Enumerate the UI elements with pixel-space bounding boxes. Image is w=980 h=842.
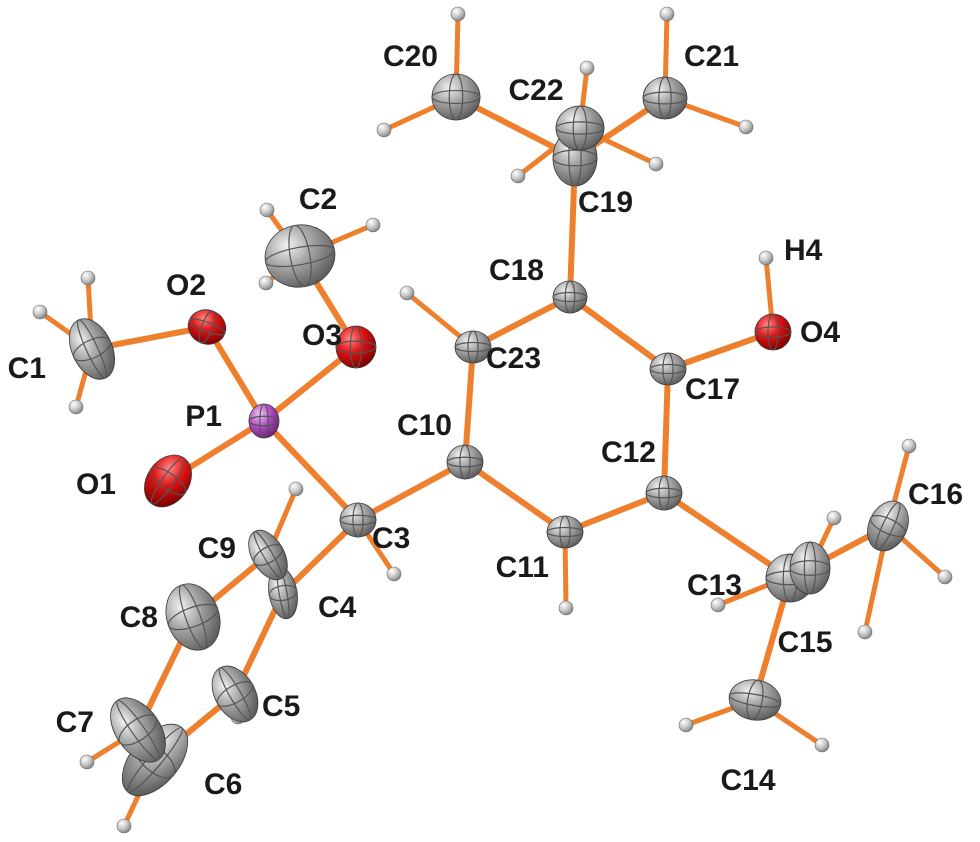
hydrogen-layer bbox=[32, 6, 953, 834]
hydrogen-atom bbox=[376, 122, 392, 138]
atom-c15 bbox=[789, 541, 831, 595]
atom-label-c23: C23 bbox=[486, 342, 541, 375]
atom-label-o3: O3 bbox=[302, 319, 342, 352]
hydrogen-atom bbox=[857, 624, 873, 640]
hydrogen-atom bbox=[659, 6, 675, 22]
atom-label-c3: C3 bbox=[372, 522, 410, 555]
atom-c16 bbox=[867, 500, 909, 552]
atom-c11 bbox=[546, 515, 584, 549]
atom-label-c22: C22 bbox=[508, 74, 563, 107]
hydrogen-atom bbox=[32, 304, 48, 320]
atom-label-c12: C12 bbox=[601, 436, 656, 469]
atom-label-c6: C6 bbox=[204, 768, 242, 801]
hydrogen-atom bbox=[937, 569, 953, 585]
atom-label-c19: C19 bbox=[578, 186, 633, 219]
atom-o3 bbox=[335, 325, 377, 369]
atom-c3 bbox=[339, 502, 377, 538]
bond-C23-C18 bbox=[470, 294, 573, 350]
atom-c5 bbox=[211, 665, 259, 723]
hydrogen-atom bbox=[399, 285, 415, 301]
hydrogen-atom bbox=[678, 717, 694, 733]
hydrogen-atom bbox=[288, 481, 304, 497]
bond-C17-O4 bbox=[665, 329, 776, 372]
atom-label-c20: C20 bbox=[383, 40, 438, 73]
bond-C12-C13 bbox=[661, 490, 793, 581]
atom-o2 bbox=[187, 309, 227, 345]
atom-c7 bbox=[110, 697, 166, 763]
atom-label-c17: C17 bbox=[685, 373, 740, 406]
atom-c2 bbox=[264, 224, 336, 288]
hydrogen-atom bbox=[365, 217, 381, 233]
atom-label-c8: C8 bbox=[120, 601, 158, 634]
hydrogen-atom bbox=[80, 270, 96, 286]
hydrogen-atom bbox=[386, 566, 402, 582]
atom-label-c4: C4 bbox=[318, 591, 357, 624]
hydrogen-atom bbox=[758, 250, 774, 266]
hydrogen-atom bbox=[738, 119, 754, 135]
atom-label-c11: C11 bbox=[496, 551, 549, 584]
atom-label-o2: O2 bbox=[166, 269, 206, 302]
atom-c22 bbox=[555, 105, 605, 151]
atom-label-c14: C14 bbox=[720, 764, 775, 797]
atom-label-p1: P1 bbox=[185, 400, 222, 433]
atom-c18 bbox=[552, 280, 588, 314]
atom-c17 bbox=[649, 352, 687, 386]
atom-c12 bbox=[645, 475, 683, 511]
bond-C10-C23 bbox=[462, 344, 476, 465]
atom-label-c9: C9 bbox=[198, 532, 236, 565]
atom-c21 bbox=[642, 76, 688, 120]
hydrogen-atom bbox=[259, 202, 275, 218]
atom-label-c7: C7 bbox=[56, 706, 94, 739]
atom-label-c21: C21 bbox=[684, 40, 739, 73]
hydrogen-atom bbox=[116, 818, 132, 834]
hydrogen-atom bbox=[710, 597, 726, 613]
atom-c9 bbox=[248, 529, 288, 581]
hydrogen-atom bbox=[579, 60, 595, 76]
atom-label-h4: H4 bbox=[784, 234, 823, 267]
atom-c20 bbox=[431, 73, 481, 121]
hydrogen-atom bbox=[558, 600, 574, 616]
atom-label-c16: C16 bbox=[908, 478, 963, 511]
atom-c14 bbox=[728, 679, 782, 721]
atom-label-c10: C10 bbox=[397, 409, 452, 442]
atom-c1 bbox=[68, 318, 116, 380]
atom-c8 bbox=[165, 583, 221, 651]
atom-c23 bbox=[454, 330, 492, 364]
hydrogen-atom bbox=[901, 438, 917, 454]
atom-label-c18: C18 bbox=[489, 254, 544, 287]
bond-C3-C10 bbox=[355, 459, 468, 523]
atom-label-c15: C15 bbox=[777, 626, 832, 659]
hydrogen-atom bbox=[510, 168, 526, 184]
atom-o4 bbox=[754, 313, 792, 351]
hydrogen-atom bbox=[648, 156, 664, 172]
bond-C11-C10 bbox=[462, 459, 568, 535]
atom-p1 bbox=[248, 403, 280, 439]
hydrogen-atom bbox=[79, 754, 95, 770]
atom-label-o4: O4 bbox=[800, 316, 840, 349]
atom-label-c2: C2 bbox=[299, 183, 337, 216]
hydrogen-atom bbox=[450, 6, 466, 22]
atom-label-c5: C5 bbox=[262, 690, 300, 723]
hydrogen-atom bbox=[258, 275, 274, 291]
atom-layer bbox=[68, 73, 909, 797]
atom-o1 bbox=[144, 454, 192, 508]
hydrogen-atom bbox=[826, 510, 842, 526]
bond-C18-C17 bbox=[567, 294, 671, 372]
hydrogen-atom bbox=[814, 737, 830, 753]
atom-label-c1: C1 bbox=[8, 352, 46, 385]
hydrogen-atom bbox=[68, 399, 84, 415]
atom-label-o1: O1 bbox=[76, 468, 116, 501]
label-layer: C1C2O2O3P1O1C3C4C5C6C7C8C9C10C11C12C13C1… bbox=[8, 40, 963, 801]
bond-C17-C12 bbox=[661, 366, 671, 496]
atom-label-c13: C13 bbox=[687, 569, 742, 602]
bond-P1-C3 bbox=[261, 418, 361, 523]
atom-c10 bbox=[446, 444, 484, 480]
